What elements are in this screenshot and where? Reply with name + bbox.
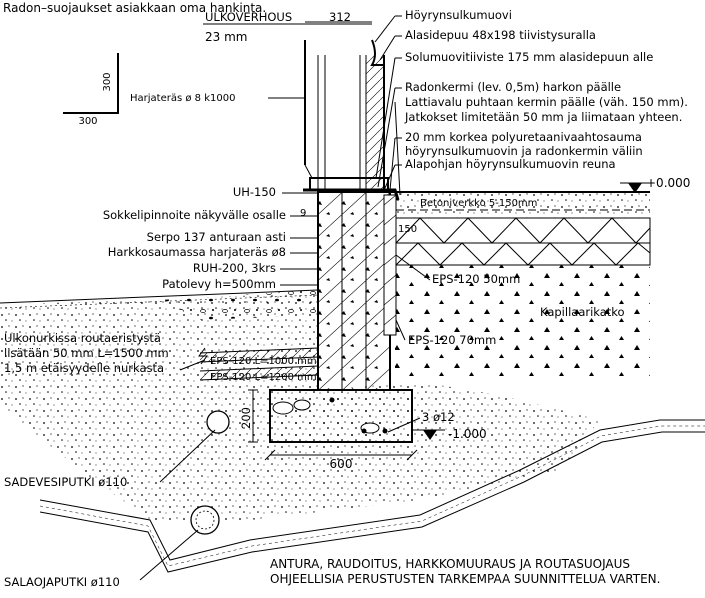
label-patolevy: Patolevy h=500mm bbox=[162, 277, 276, 291]
label-ulkoverhous: ULKOVERHOUS bbox=[205, 10, 292, 24]
label-lattiavalu: Lattiavalu puhtaan kermin päälle (väh. 1… bbox=[405, 95, 688, 109]
level-top: +0.000 bbox=[646, 176, 690, 190]
label-hoyrynsulkumuovi: Höyrynsulkumuovi bbox=[405, 8, 512, 22]
label-eps120-70: EPS-120 70mm bbox=[408, 333, 496, 347]
rainwater-pipe-icon bbox=[206, 410, 230, 434]
label-harkkosauma: Harkkosaumassa harjateräs ø8 bbox=[108, 245, 286, 259]
label-jatkokset: Jatkokset limitetään 50 mm ja liimataan … bbox=[404, 110, 682, 124]
label-ruh200: RUH-200, 3krs bbox=[193, 261, 276, 275]
label-alapohja: Alapohjan höyrynsulkumuovin reuna bbox=[405, 157, 616, 171]
footing bbox=[248, 389, 418, 461]
label-solumuovitiiviste: Solumuovitiiviste 175 mm alasidepuun all… bbox=[405, 50, 653, 64]
dim-600: 600 bbox=[330, 457, 353, 471]
frost-insulation bbox=[198, 347, 319, 381]
label-uh150: UH-150 bbox=[233, 185, 276, 199]
dim-300-horizontal: 300 bbox=[78, 116, 97, 127]
floor-slab bbox=[390, 191, 651, 266]
label-betoniverkko: Betoniverkko 5-150mm bbox=[420, 198, 537, 209]
label-radonkermi: Radonkermi (lev. 0,5m) harkon päälle bbox=[405, 80, 621, 94]
rebar-label: Harjateräs ø 8 k1000 bbox=[130, 93, 235, 104]
label-kapillaarikatko: Kapillaarikatko bbox=[540, 305, 625, 319]
label-eps-1200: EPS-120 L=1200 mm bbox=[210, 372, 317, 383]
block-wall bbox=[317, 191, 397, 391]
note-line-2: OHJEELLISIA PERUSTUSTEN TARKEMPAA SUUNNI… bbox=[270, 572, 660, 586]
label-ulkonurkka-2: lisätään 50 mm L=1500 mm bbox=[4, 346, 169, 360]
label-alasidepuu: Alasidepuu 48x198 tiivistysuralla bbox=[405, 28, 596, 42]
label-ulkonurkka-1: Ulkonurkissa routaeristystä bbox=[4, 331, 161, 345]
dim-9: 9 bbox=[300, 208, 306, 219]
dim-200: 200 bbox=[239, 407, 253, 429]
label-pu-sauma-2: höyrynsulkumuovin ja radonkermin väliin bbox=[405, 144, 643, 158]
label-ulkoverhous-thickness: 23 mm bbox=[205, 30, 247, 44]
level-bottom: -1.000 bbox=[448, 427, 487, 441]
dim-300-vertical: 300 bbox=[102, 72, 113, 91]
label-pu-sauma-1: 20 mm korkea polyuretaanivaahtosauma bbox=[405, 130, 642, 144]
rebar-detail: 300 300 bbox=[63, 53, 119, 127]
label-rebar-3: 3 ø12 bbox=[422, 410, 455, 424]
label-eps120-50: EPS-120 50mm bbox=[432, 272, 520, 286]
header-note: Radon–suojaukset asiakkaan oma hankinta. bbox=[3, 1, 266, 15]
label-eps-1000: EPS-120 L=1000 mm bbox=[210, 356, 317, 367]
dim-312: 312 bbox=[329, 10, 351, 24]
note-line-1: ANTURA, RAUDOITUS, HARKKOMUURAUS JA ROUT… bbox=[270, 557, 630, 571]
label-sokkelipinnoite: Sokkelipinnoite näkyvälle osalle bbox=[103, 208, 286, 222]
dim-150: 150 bbox=[398, 224, 417, 235]
label-serpo: Serpo 137 anturaan asti bbox=[147, 230, 286, 244]
label-salaojaputki: SALAOJAPUTKI ø110 bbox=[4, 575, 120, 589]
label-ulkonurkka-3: 1,5 m etäisyydelle nurkasta bbox=[4, 361, 164, 375]
timber-wall bbox=[303, 39, 400, 201]
leader-lines bbox=[139, 15, 650, 581]
label-sadevesiputki: SADEVESIPUTKI ø110 bbox=[4, 475, 127, 489]
drain-pipes bbox=[190, 410, 230, 535]
drainage-pipe-icon bbox=[190, 505, 220, 535]
